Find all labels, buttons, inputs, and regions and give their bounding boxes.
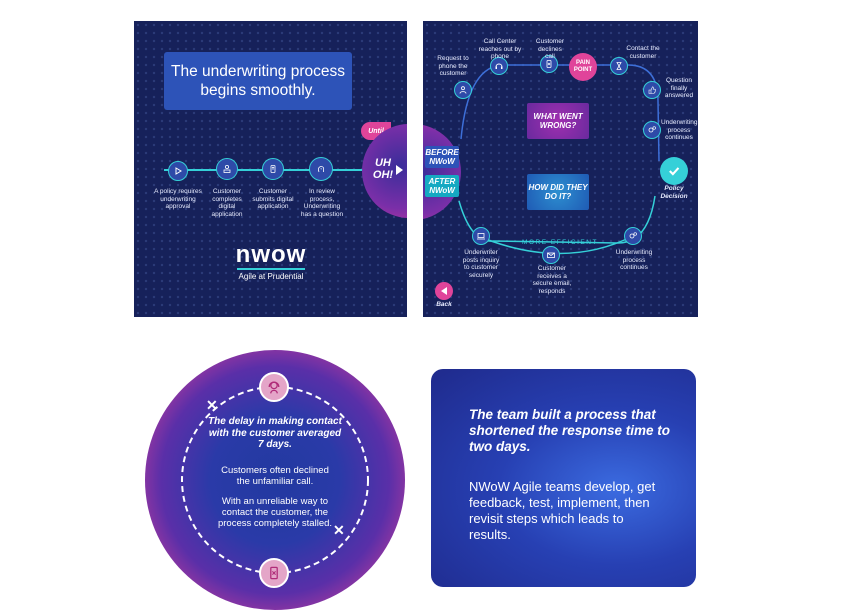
x-mark-icon: ✕ xyxy=(333,522,345,538)
phone-declined-icon xyxy=(270,566,278,580)
step-underwriter-posts xyxy=(472,227,490,245)
nwow-logo: nwow Agile at Prudential xyxy=(231,241,311,282)
declined-phone-badge xyxy=(259,558,289,588)
headset-icon xyxy=(268,381,280,394)
step-icon-phone-submit xyxy=(262,158,284,180)
step-icon-question-head: ? xyxy=(309,157,333,181)
step-underwriting-continues-top xyxy=(643,121,661,139)
label-underwriting-continues-top: Underwriting process continues xyxy=(661,119,698,141)
nwow-logo-text: nwow xyxy=(235,241,307,268)
results-body-text: NWoW Agile teams develop, get feedback, … xyxy=(469,479,656,542)
step-customer-declines xyxy=(540,55,558,73)
intro-headline: The underwriting process begins smoothly… xyxy=(170,63,346,99)
panel-process-flow: BEFORE NWoW AFTER NWoW Request to phone … xyxy=(423,21,698,317)
until-label: Until xyxy=(368,127,384,135)
what-went-wrong-button[interactable]: WHAT WENT WRONG? xyxy=(527,103,589,139)
panel-before-intro: The underwriting process begins smoothly… xyxy=(134,21,407,317)
intro-headline-box: The underwriting process begins smoothly… xyxy=(164,52,352,110)
delay-circle: ✕ ✕ The delay in making contact with the… xyxy=(145,350,405,610)
policy-decision-check xyxy=(660,157,688,185)
step-icon-play xyxy=(168,161,188,181)
step-label-1: A policy requires underwriting approval xyxy=(154,188,202,210)
results-card: The team built a process that shortened … xyxy=(431,369,696,587)
label-contact-customer: Contact the customer xyxy=(626,45,660,60)
after-nwow-button[interactable]: AFTER NWoW xyxy=(425,175,459,197)
uh-oh-label: UH OH! xyxy=(372,157,394,181)
back-button[interactable] xyxy=(435,282,453,300)
thumbs-up-icon xyxy=(648,86,656,94)
step-underwriting-continues-bottom xyxy=(624,227,642,245)
step-customer-email xyxy=(542,246,560,264)
question-head-icon: ? xyxy=(318,166,325,173)
phone-submit-icon xyxy=(270,165,276,173)
step-label-2: Customer completes digital application xyxy=(211,188,243,218)
label-policy-decision: Policy Decision xyxy=(660,185,688,200)
how-did-they-label: HOW DID THEY DO IT? xyxy=(528,183,588,201)
gears-icon xyxy=(629,232,637,239)
nwow-logo-subtitle: Agile at Prudential xyxy=(238,272,304,281)
phone-request-icon xyxy=(459,86,467,94)
label-customer-declines: Customer declines call xyxy=(535,38,565,60)
timeline-line xyxy=(164,169,404,171)
headset-icon xyxy=(495,63,503,69)
what-went-wrong-label: WHAT WENT WRONG? xyxy=(533,112,583,130)
laptop-icon xyxy=(477,233,485,240)
back-arrow-icon xyxy=(440,287,447,295)
step-icon-person-laptop xyxy=(216,158,238,180)
hourglass-icon xyxy=(616,62,622,70)
back-label[interactable]: Back xyxy=(436,301,452,308)
before-nwow-label: BEFORE NWoW xyxy=(425,148,459,166)
step-contact-customer xyxy=(610,57,628,75)
check-icon xyxy=(669,167,680,176)
label-question-answered: Question finally answered xyxy=(664,77,694,99)
after-nwow-label: AFTER NWoW xyxy=(428,177,456,195)
results-lead-text: The team built a process that shortened … xyxy=(469,407,671,454)
step-question-answered xyxy=(643,81,661,99)
step-label-3: Customer submits digital application xyxy=(252,188,294,210)
delay-paragraph-2: With an unreliable way to contact the cu… xyxy=(217,496,333,529)
pain-point-label: PAIN POINT xyxy=(573,60,593,73)
next-arrow-icon[interactable] xyxy=(396,165,403,175)
step-phone-request xyxy=(454,81,472,99)
step-label-4: In review process, Underwriting has a qu… xyxy=(300,188,344,218)
how-did-they-button[interactable]: HOW DID THEY DO IT? xyxy=(527,174,589,210)
label-request-phone: Request to phone the customer xyxy=(437,55,469,77)
dot-pattern-background xyxy=(423,21,698,317)
email-icon xyxy=(547,252,555,258)
label-underwriter-posts: Underwriter posts inquiry to customer se… xyxy=(462,249,500,279)
gears-icon xyxy=(648,126,656,133)
svg-text:?: ? xyxy=(320,167,322,171)
nwow-logo-underline xyxy=(237,268,305,270)
delay-lead-text: The delay in making contact with the cus… xyxy=(208,416,342,450)
pain-point-badge: PAIN POINT xyxy=(569,53,597,81)
x-mark-icon: ✕ xyxy=(206,397,218,413)
more-efficient-label: MORE EFFICIENT xyxy=(522,239,598,246)
step-call-center xyxy=(490,57,508,75)
play-icon xyxy=(175,167,182,175)
before-nwow-button[interactable]: BEFORE NWoW xyxy=(425,146,459,168)
label-call-center: Call Center reaches out by phone xyxy=(478,38,522,60)
person-laptop-icon xyxy=(223,164,231,173)
delay-paragraph-1: Customers often declined the unfamiliar … xyxy=(221,465,329,487)
phone-declined-icon xyxy=(546,60,552,68)
headset-badge xyxy=(259,372,289,402)
label-underwriting-continues-bottom: Underwriting process continues xyxy=(615,249,653,271)
label-customer-email: Customer receives a secure email, respon… xyxy=(532,265,572,295)
